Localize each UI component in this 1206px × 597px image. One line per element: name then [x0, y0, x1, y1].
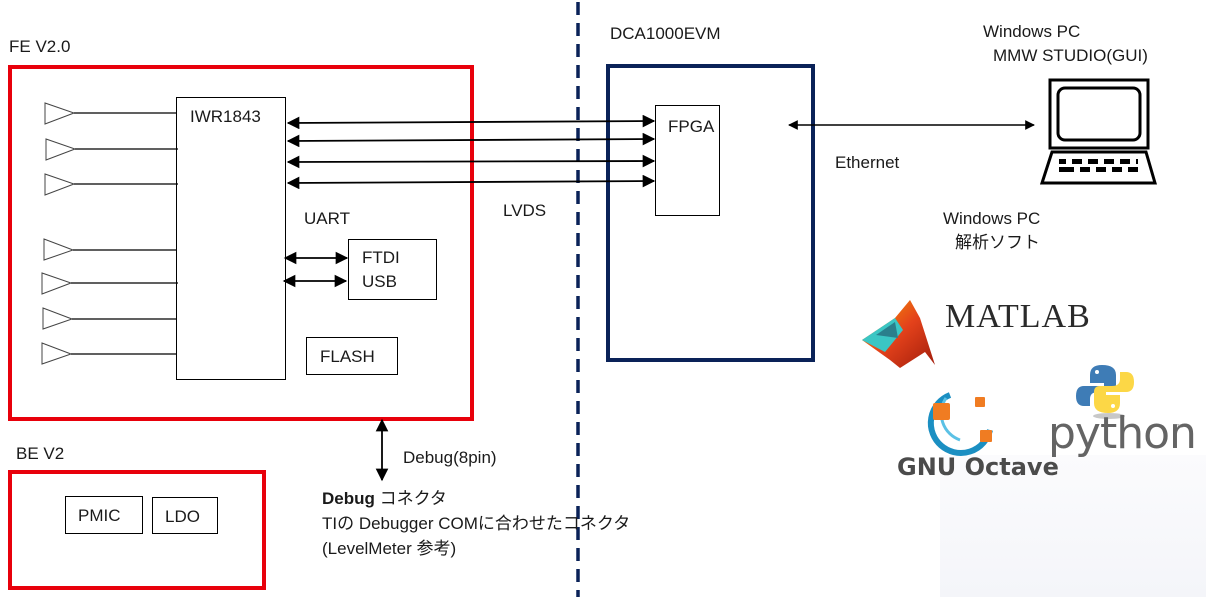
pc-gui-line2: MMW STUDIO(GUI) — [993, 46, 1148, 65]
pmic-box: PMIC — [65, 496, 143, 534]
ftdi-usb-box: FTDI USB — [348, 239, 437, 300]
antenna-icon — [42, 307, 177, 330]
fe-board — [8, 65, 474, 421]
iwr1843-chip: IWR1843 — [176, 97, 286, 380]
python-trademark: ™ — [1176, 423, 1184, 432]
lvds-lane-arrow — [286, 114, 656, 130]
be-board — [8, 470, 266, 590]
ftdi-label: FTDI — [362, 248, 400, 267]
lvds-label: LVDS — [503, 201, 547, 220]
ethernet-label: Ethernet — [835, 153, 900, 172]
lvds-lane-arrow — [286, 174, 656, 190]
fpga-box: FPGA — [655, 105, 720, 216]
fpga-label: FPGA — [668, 117, 715, 136]
antenna-icon — [41, 342, 177, 365]
tx-antennas — [44, 102, 178, 196]
pc-gui-line1: Windows PC — [983, 22, 1081, 41]
debug-title-bold: Debug — [322, 489, 375, 508]
chip-label: IWR1843 — [190, 107, 261, 126]
antenna-icon — [45, 138, 178, 161]
debug-title-rest: コネクタ — [374, 489, 447, 508]
lvds-lane-arrow — [286, 132, 656, 148]
dca1000evm-board — [606, 64, 815, 362]
antenna-icon — [44, 173, 178, 196]
antenna-icon — [44, 102, 177, 125]
usb-label: USB — [362, 272, 397, 291]
dca-title: DCA1000EVM — [610, 24, 721, 43]
computer-icon — [1039, 78, 1157, 185]
flash-box: FLASH — [306, 337, 398, 375]
flash-label: FLASH — [320, 347, 375, 366]
rx-antennas — [41, 238, 178, 365]
background-fade — [940, 455, 1206, 597]
debug-connector-note: (LevelMeter 参考) — [322, 539, 457, 558]
antenna-icon — [43, 238, 177, 261]
antenna-icon — [41, 272, 178, 295]
ldo-label: LDO — [165, 507, 200, 526]
matlab-logo-icon — [862, 300, 935, 368]
uart-label: UART — [304, 209, 350, 228]
be-board-title: BE V2 — [16, 444, 65, 463]
lvds-lane-arrow — [286, 154, 656, 169]
pc-analysis-line1: Windows PC — [943, 209, 1041, 228]
octave-logo-text: GNU Octave — [897, 453, 1059, 481]
pc-analysis-line2: 解析ソフト — [955, 233, 1040, 252]
debug-connector-desc: TIの Debugger COMに合わせたコネクタ — [322, 514, 631, 533]
fe-board-title: FE V2.0 — [9, 37, 71, 56]
lvds-lanes — [286, 114, 656, 190]
python-logo-text: python — [1048, 408, 1197, 459]
debug-connector-title: Debug コネクタ — [322, 490, 447, 507]
ldo-box: LDO — [152, 497, 218, 534]
pmic-label: PMIC — [78, 506, 121, 525]
matlab-logo-text: MATLAB — [945, 298, 1091, 335]
debug-link-label: Debug(8pin) — [403, 448, 497, 467]
